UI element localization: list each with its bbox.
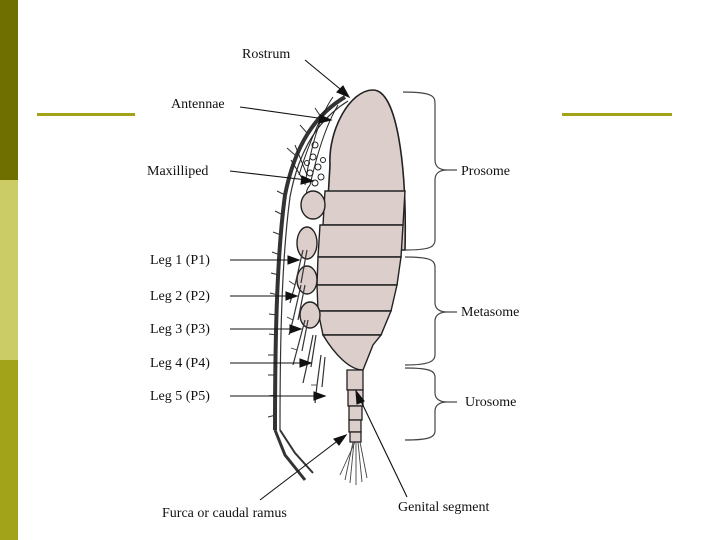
label-leg-2: Leg 2 (P2) bbox=[150, 289, 210, 304]
copepod-diagram-svg: Rostrum Antennae Maxilliped Leg 1 (P1) L… bbox=[135, 35, 535, 540]
sidebar-segment-middle bbox=[0, 180, 18, 360]
body-region-brackets bbox=[402, 91, 457, 441]
label-rostrum: Rostrum bbox=[242, 47, 290, 62]
label-genital-segment: Genital segment bbox=[398, 500, 489, 515]
label-metasome: Metasome bbox=[461, 305, 519, 320]
title-rule-right bbox=[562, 113, 672, 116]
label-urosome: Urosome bbox=[465, 395, 516, 410]
title-rule-left bbox=[37, 113, 137, 116]
copepod-diagram: Rostrum Antennae Maxilliped Leg 1 (P1) L… bbox=[135, 35, 535, 540]
label-leg-3: Leg 3 (P3) bbox=[150, 322, 210, 337]
urosome-drawing bbox=[346, 369, 364, 443]
furca-drawing bbox=[339, 441, 368, 485]
sidebar-segment-bottom bbox=[0, 360, 18, 540]
label-antennae: Antennae bbox=[171, 97, 225, 112]
sidebar-segment-top bbox=[0, 0, 18, 180]
prosome-drawing bbox=[322, 89, 407, 251]
metasome-drawing bbox=[296, 190, 404, 371]
slide-sidebar bbox=[0, 0, 18, 540]
label-leg-1: Leg 1 (P1) bbox=[150, 253, 210, 268]
label-prosome: Prosome bbox=[461, 164, 510, 179]
antenna-drawing bbox=[267, 95, 349, 481]
pointer-arrows bbox=[229, 59, 408, 501]
label-leg-5: Leg 5 (P5) bbox=[150, 389, 210, 404]
label-furca: Furca or caudal ramus bbox=[162, 506, 287, 521]
label-leg-4: Leg 4 (P4) bbox=[150, 356, 210, 371]
label-maxilliped: Maxilliped bbox=[147, 164, 208, 179]
